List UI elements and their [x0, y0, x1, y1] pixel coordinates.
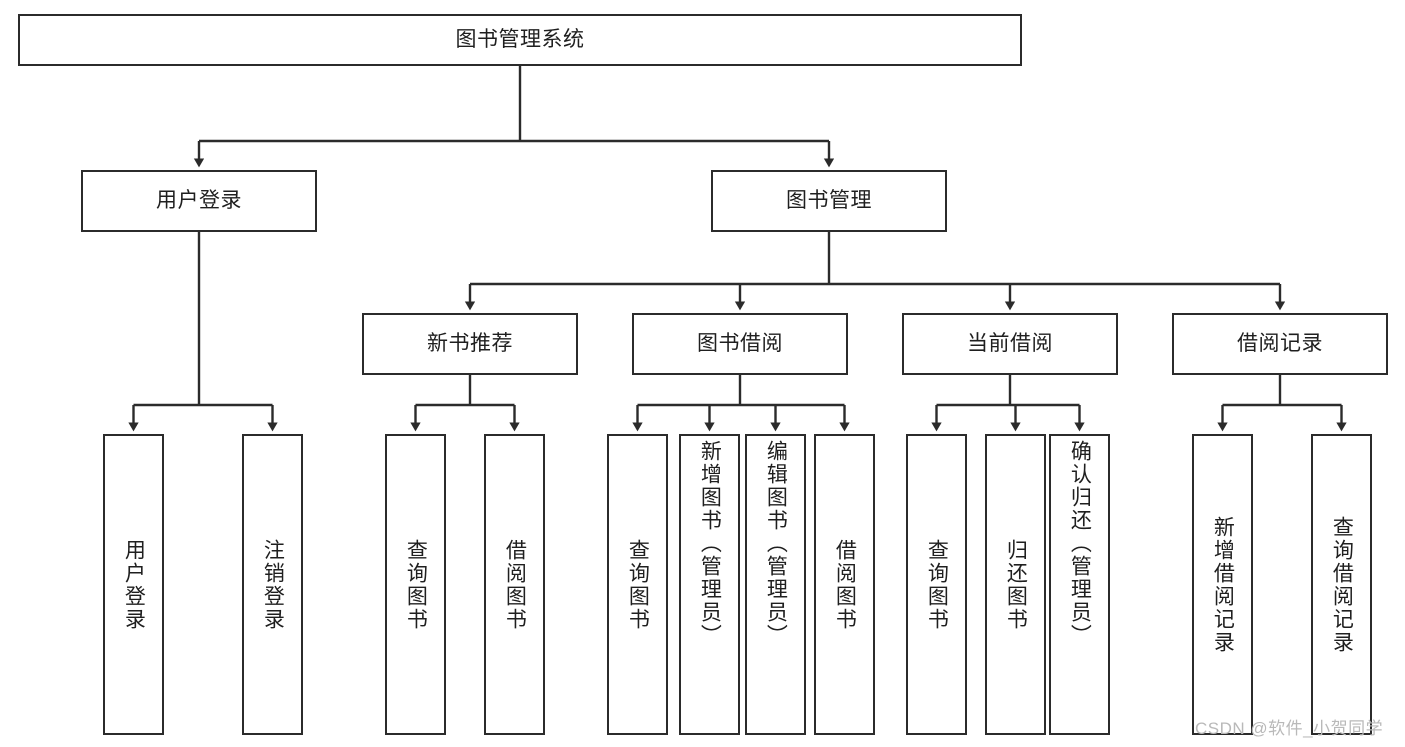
node-label: 查询图书: [925, 538, 949, 631]
node-leaf-login-1[interactable]: 用户登录: [103, 434, 164, 735]
node-label: 借阅图书: [503, 538, 527, 631]
node-leaf-bor-3[interactable]: 编辑图书（管理员）: [745, 434, 806, 735]
node-current[interactable]: 当前借阅: [902, 313, 1118, 375]
node-label: 查询图书: [626, 538, 650, 631]
node-leaf-bor-1[interactable]: 查询图书: [607, 434, 668, 735]
node-label: 图书管理: [786, 189, 872, 213]
node-label: 用户登录: [122, 538, 146, 631]
node-leaf-login-2[interactable]: 注销登录: [242, 434, 303, 735]
node-leaf-new-1[interactable]: 查询图书: [385, 434, 446, 735]
node-label: 新增图书（管理员）: [698, 440, 722, 647]
node-leaf-bor-2[interactable]: 新增图书（管理员）: [679, 434, 740, 735]
node-leaf-rec-2[interactable]: 查询借阅记录: [1311, 434, 1372, 735]
node-label: 新增借阅记录: [1211, 515, 1235, 654]
node-leaf-new-2[interactable]: 借阅图书: [484, 434, 545, 735]
node-label: 图书管理系统: [455, 28, 585, 52]
node-label: 图书借阅: [697, 332, 783, 356]
node-leaf-cur-1[interactable]: 查询图书: [906, 434, 967, 735]
node-label: 注销登录: [261, 538, 285, 631]
node-label: 编辑图书（管理员）: [764, 440, 788, 647]
node-label: 确认归还（管理员）: [1068, 440, 1092, 647]
node-label: 新书推荐: [427, 332, 513, 356]
csdn-watermark: CSDN @软件_小贺同学: [1195, 719, 1384, 738]
node-label: 当前借阅: [967, 332, 1053, 356]
node-bookmgmt[interactable]: 图书管理: [711, 170, 947, 232]
node-label: 归还图书: [1004, 538, 1028, 631]
node-borrow[interactable]: 图书借阅: [632, 313, 848, 375]
node-leaf-bor-4[interactable]: 借阅图书: [814, 434, 875, 735]
node-label: 借阅记录: [1237, 332, 1323, 356]
node-leaf-cur-3[interactable]: 确认归还（管理员）: [1049, 434, 1110, 735]
node-label: 用户登录: [156, 189, 242, 213]
node-newbook[interactable]: 新书推荐: [362, 313, 578, 375]
node-label: 查询图书: [404, 538, 428, 631]
node-label: 借阅图书: [833, 538, 857, 631]
node-label: 查询借阅记录: [1330, 515, 1354, 654]
node-login[interactable]: 用户登录: [81, 170, 317, 232]
node-leaf-cur-2[interactable]: 归还图书: [985, 434, 1046, 735]
node-leaf-rec-1[interactable]: 新增借阅记录: [1192, 434, 1253, 735]
node-records[interactable]: 借阅记录: [1172, 313, 1388, 375]
node-root[interactable]: 图书管理系统: [18, 14, 1022, 66]
